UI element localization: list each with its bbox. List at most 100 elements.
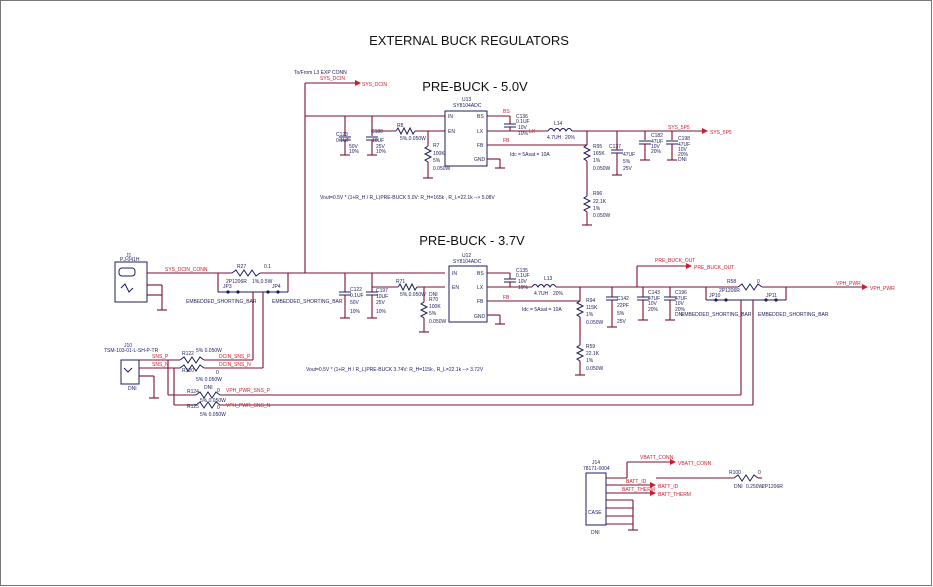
r100-dni: DNI (734, 484, 743, 490)
r95-val: 165K (593, 151, 605, 157)
net-vphpwr-offpage: VPH_PWR (870, 286, 895, 292)
net-snsp-label: SNS_P (152, 354, 169, 360)
net-vphpwr-label: VPH_PWR (836, 281, 861, 287)
r96-tol: 1% (593, 206, 601, 212)
c143-volt: 10V (648, 301, 658, 307)
c136-volt: 10V (518, 125, 528, 131)
c122-tol: 10% (350, 309, 361, 315)
exp-conn-label: To/From L3 EXP CONN (294, 70, 347, 76)
r125-ref: R125 (187, 404, 199, 410)
net-sys5p5-label: SYS_5P5 (668, 125, 690, 131)
r96-val: 22.1K (593, 199, 607, 205)
c196-val: 47UF (675, 296, 687, 302)
c135-volt: 10V (518, 279, 528, 285)
c143-tol: 20% (648, 307, 659, 313)
r71-ref: R71 (396, 279, 405, 285)
r124-dni: DNI (204, 385, 213, 391)
r95-pwr: 0.050W (593, 166, 611, 172)
bottom-vout-note: Vout=0.5V * (1+R_H / R_L)PRE-BUCK 3.74V:… (306, 367, 484, 373)
l14-tol: 20% (565, 135, 576, 141)
c136-ref: C136 (516, 114, 528, 120)
c137-ref: C137 (609, 144, 621, 150)
r125-pwr: 5% 0.050W (200, 412, 226, 418)
c136-val: 0.1UF (516, 119, 530, 125)
l13-ref: L13 (544, 276, 553, 282)
c197-volt: 25V (376, 300, 386, 306)
r7-tol: 5% (433, 158, 441, 164)
r59-ref: R59 (586, 344, 595, 350)
r95-tol: 1% (593, 158, 601, 164)
net-dcin-sns-n: DCIN_SNS_N (219, 362, 251, 368)
ic-u12 (448, 265, 488, 323)
r70-ref: R70 (429, 297, 438, 303)
c198-tol: 20% (678, 152, 689, 158)
r7-val: 100K (433, 151, 445, 157)
jp4-bar-label: EMBEDDED_SHORTING_BAR (272, 299, 343, 305)
r70-tol: 5% (429, 311, 437, 317)
j1-ref: J1 (126, 253, 132, 259)
net-prebuckout-label: PRE_BUCK_OUT (655, 258, 695, 264)
r96-pwr: 0.050W (593, 213, 611, 219)
net-fb-bottom: FB (503, 295, 510, 301)
c137-val: 47UF (623, 152, 635, 158)
r124-ref: R124 (187, 389, 199, 395)
input-bus: J1 PJ-041H SYS_DCIN_CONN R27 0.1 1%,0.5W… (114, 253, 445, 368)
net-vph-sns-n: VPH_PWR_SNS_N (226, 403, 271, 409)
jp10-ref: JP10 (709, 293, 721, 299)
r58-ref: R58 (727, 279, 736, 285)
u12-pin-lx: LX (477, 285, 484, 291)
r100-pwr: 0.250W (746, 484, 764, 490)
c122-ref: C122 (350, 287, 362, 293)
c135-ref: C135 (516, 268, 528, 274)
c180-val: 10UF (372, 138, 384, 144)
u13-pin-bs: BS (477, 114, 484, 120)
r27-pwr: 1%,0.5W (252, 279, 273, 285)
u12-part: SY8104ADC (453, 259, 482, 265)
c197-ref: C197 (376, 288, 388, 294)
c196-dni: DNI (675, 312, 684, 318)
jp11-ref: JP11 (766, 293, 777, 299)
jp3-ref: JP3 (223, 284, 232, 290)
battery-connector: J14 78171-0004 CASE DNI VBATT_CONN VBATT… (583, 455, 783, 536)
c180-tol: 10% (376, 149, 387, 155)
c136-tol: 10% (518, 131, 529, 137)
net-lx-top: LX (529, 129, 536, 135)
r100-val: 0 (758, 470, 761, 476)
sys-dcin-feed: SYS_DCIN SYS_DCIN (304, 76, 445, 273)
u13-pin-fb: FB (477, 143, 484, 149)
c135-tol: 10% (518, 285, 529, 291)
net-battid-label: BATT_ID (626, 479, 647, 485)
c135-val: 0.1UF (516, 273, 530, 279)
r122-val: 5% 0.050W (196, 348, 222, 354)
c198-dni: DNI (678, 157, 687, 163)
r124-val: 0 (217, 388, 220, 394)
r124-pwr: 5% 0.050W (200, 398, 226, 404)
l14-val: 4.7UH (547, 135, 562, 141)
r59-tol: 1% (586, 358, 594, 364)
c123-tol: 10% (349, 149, 360, 155)
r94-tol: 1% (586, 312, 594, 318)
r94-pwr: 0.050W (586, 320, 604, 326)
c182-ref: C182 (651, 133, 663, 139)
j14-dni: DNI (591, 530, 600, 536)
u13-pin-in: IN (448, 114, 453, 120)
net-bs-top: BS (503, 109, 510, 115)
net-battid-offpage: BATT_ID (658, 484, 679, 490)
net-sys5p5-offpage: SYS_5P5 (710, 130, 732, 136)
u13-part: SY8104ADC (453, 103, 482, 109)
c198-volt: 10V (678, 147, 688, 153)
r8-ref: R8 (397, 123, 404, 129)
c196-ref: C196 (675, 290, 687, 296)
r120-val: 0 (216, 370, 219, 376)
r59-pwr: 0.050W (586, 366, 604, 372)
j14-ref: J14 (592, 460, 600, 466)
j1-part: PJ-041H (120, 257, 140, 263)
c198-val: 47UF (678, 142, 690, 148)
bottom-heading: PRE-BUCK - 3.7V (419, 233, 525, 248)
j10-dni: DNI (128, 386, 137, 392)
net-vbatt-label: VBATT_CONN (640, 455, 674, 461)
c143-ref: C143 (648, 290, 660, 296)
u13-pin-en: EN (448, 129, 455, 135)
r59-val: 22.1K (586, 351, 600, 357)
